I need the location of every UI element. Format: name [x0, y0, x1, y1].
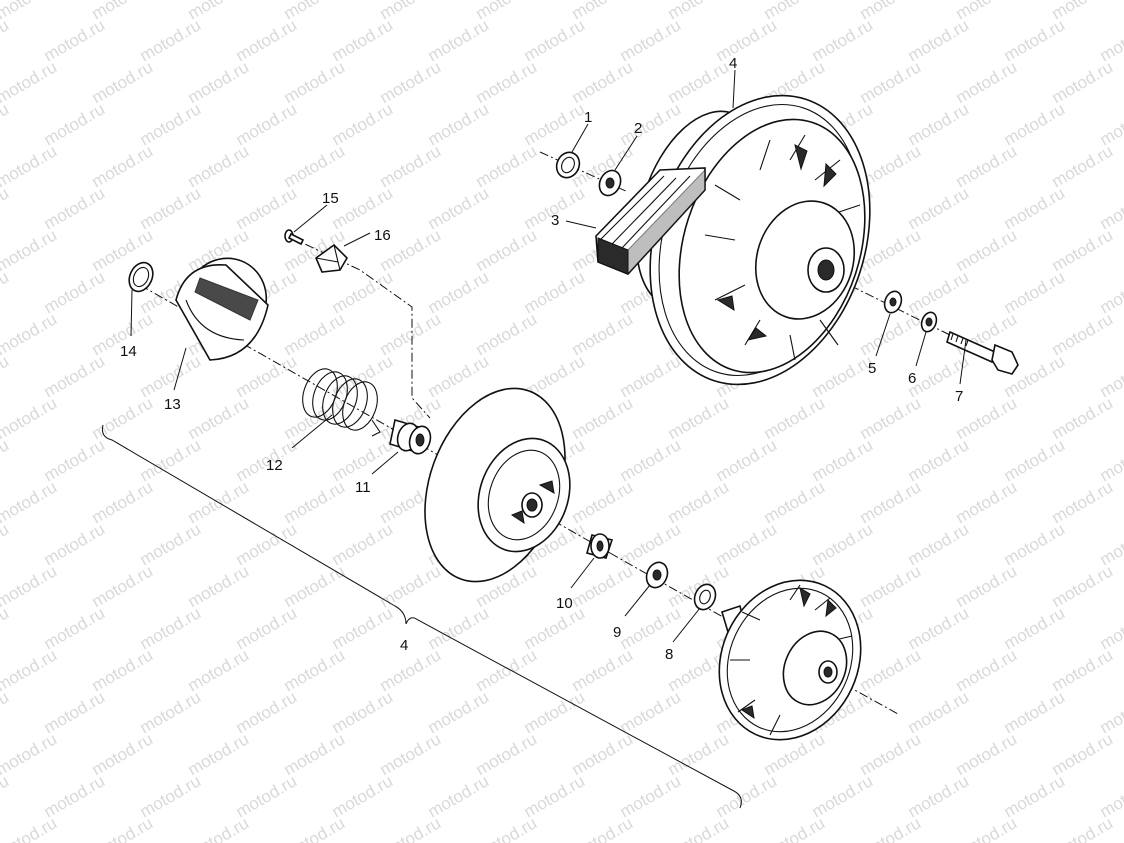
watermark-text: motod.ru: [0, 603, 12, 653]
callout-1: 1: [584, 109, 592, 126]
watermark-text: motod.ru: [281, 813, 349, 843]
watermark-text: motod.ru: [0, 141, 60, 191]
watermark-text: motod.ru: [1097, 183, 1124, 233]
callout-labels: 1 2 3 4 5 6 7 8 9 10 11 12 13 14 15 16 4: [120, 55, 963, 663]
watermark-text: motod.ru: [1097, 99, 1124, 149]
watermark-text: motod.ru: [0, 477, 60, 527]
part-2-washer: [598, 169, 622, 197]
callout-10: 10: [556, 595, 573, 612]
watermark-text: motod.ru: [0, 99, 12, 149]
part-11-bushing: [389, 418, 432, 455]
watermark-text: motod.ru: [1097, 351, 1124, 401]
watermark-text: motod.ru: [0, 561, 60, 611]
part-4-driven-clutch-assembly: [635, 94, 871, 386]
callout-14: 14: [120, 343, 137, 360]
fixed-sheave: [718, 579, 862, 741]
watermark-text: motod.ru: [0, 57, 60, 107]
part-16-button: [315, 243, 349, 273]
watermark-text: motod.ru: [89, 813, 157, 843]
watermark-text: motod.ru: [0, 309, 60, 359]
watermark-text: motod.ru: [0, 645, 60, 695]
part-1-snap-ring: [555, 151, 581, 179]
watermark-text: motod.ru: [1097, 519, 1124, 569]
watermark-text: motod.ru: [1097, 603, 1124, 653]
watermark-text: motod.ru: [0, 225, 60, 275]
part-8-washer: [693, 583, 717, 611]
watermark-text: motod.ru: [377, 813, 445, 843]
watermark-text: motod.ru: [0, 813, 60, 843]
callout-9: 9: [613, 624, 621, 641]
leader-lines: [130, 69, 967, 643]
callout-16: 16: [374, 227, 391, 244]
watermark-text: motod.ru: [953, 813, 1021, 843]
watermark-text: motod.ru: [1097, 771, 1124, 821]
part-13-cam: [175, 257, 269, 361]
part-5-washer: [883, 290, 903, 314]
part-6-lock-washer: [920, 311, 938, 333]
watermark-text: motod.ru: [1097, 687, 1124, 737]
callout-7: 7: [955, 388, 963, 405]
watermark-text: motod.ru: [665, 813, 733, 843]
callout-4-top: 4: [729, 55, 737, 72]
part-12-spring: [302, 368, 381, 437]
watermark-text: motod.ru: [0, 393, 60, 443]
watermark-text: motod.ru: [0, 0, 60, 23]
watermark-text: motod.ru: [857, 813, 925, 843]
part-10-bushing: [586, 533, 614, 559]
callout-5: 5: [868, 360, 876, 377]
watermark-text: motod.ru: [473, 813, 541, 843]
watermark-text: motod.ru: [0, 435, 12, 485]
watermark-text: motod.ru: [0, 351, 12, 401]
part-7-bolt: [946, 330, 1019, 375]
watermark-text: motod.ru: [1097, 267, 1124, 317]
watermark-text: motod.ru: [0, 519, 12, 569]
watermark-text: motod.ru: [0, 771, 12, 821]
watermark-text: motod.ru: [1097, 435, 1124, 485]
callout-13: 13: [164, 396, 181, 413]
callout-2: 2: [634, 120, 642, 137]
callout-12: 12: [266, 457, 283, 474]
watermark-text: motod.ru: [185, 813, 253, 843]
part-9-washer: [645, 561, 669, 589]
callout-4-assembly: 4: [400, 637, 408, 654]
callout-6: 6: [908, 370, 916, 387]
watermark-text: motod.ru: [0, 183, 12, 233]
assembly-bracket: [101, 424, 742, 809]
watermark-text: motod.ru: [1097, 15, 1124, 65]
watermark-text: motod.ru: [0, 687, 12, 737]
watermark-text: motod.ru: [0, 729, 60, 779]
part-15-screw: [284, 229, 305, 246]
callout-3: 3: [551, 212, 559, 229]
movable-sheave: [424, 387, 571, 583]
part-3-drive-belt: [595, 167, 706, 276]
part-14-snap-ring: [128, 261, 154, 293]
callout-15: 15: [322, 190, 339, 207]
watermark-text: motod.ru: [0, 267, 12, 317]
callout-11: 11: [355, 479, 371, 496]
top-clutch-spokes: [704, 134, 861, 361]
watermark-text: motod.ru: [1049, 813, 1117, 843]
callout-8: 8: [665, 646, 673, 663]
watermark-text: motod.ru: [569, 813, 637, 843]
watermark-text: motod.ru: [0, 15, 12, 65]
watermark-text: motod.ru: [761, 813, 829, 843]
